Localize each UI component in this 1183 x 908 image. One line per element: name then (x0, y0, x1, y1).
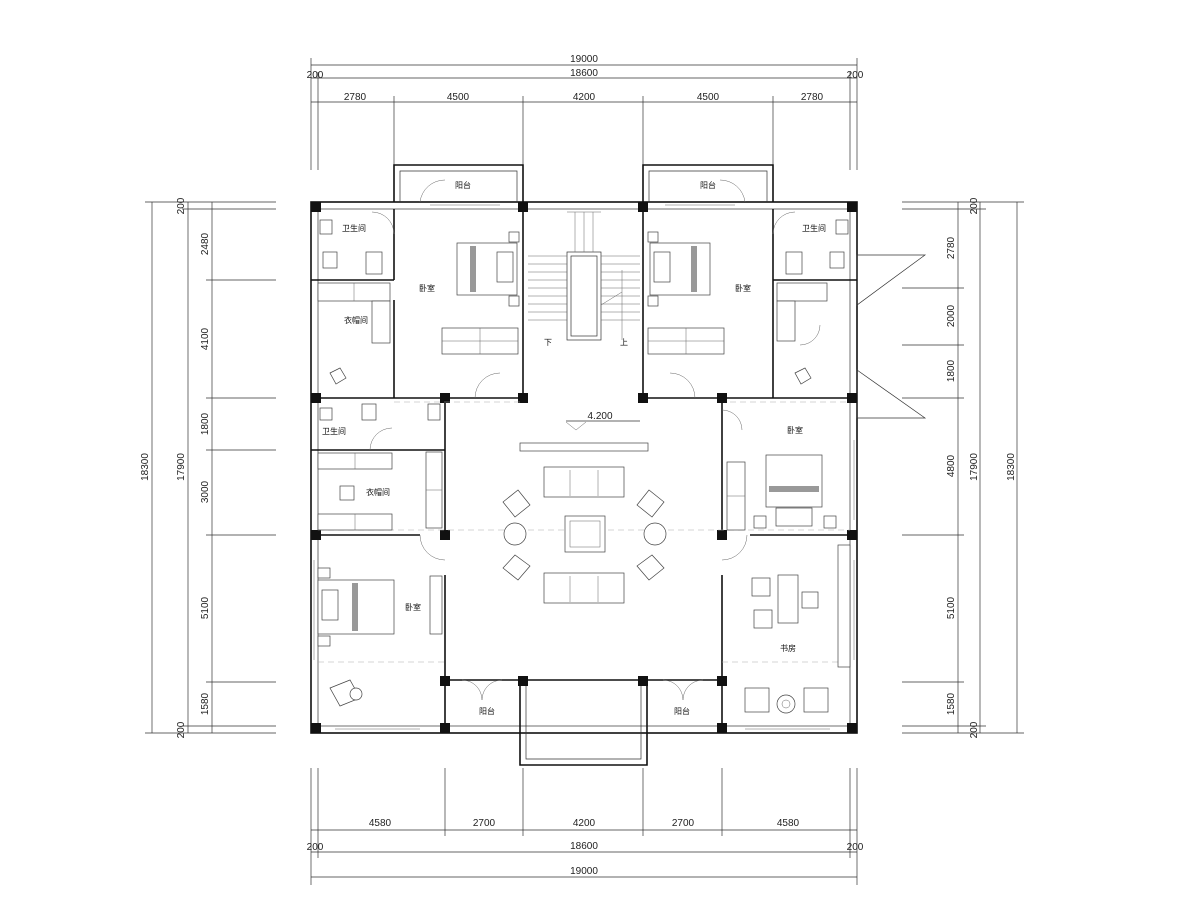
top-dimensions: 19000 18600 200 200 2780 4500 4200 4500 … (307, 54, 864, 170)
left-edge-bottom-dim: 200 (176, 721, 187, 738)
bathroom-ne-label: 卫生间 (802, 223, 826, 233)
interior-walls (311, 209, 857, 733)
furniture-w (317, 403, 443, 707)
balcony-bottom-left-label: 阳台 (479, 706, 495, 716)
left-seg-1: 2480 (200, 232, 211, 255)
staircase: 下 上 (528, 211, 640, 347)
bottom-seg-2: 2700 (473, 818, 496, 829)
right-outer-dim: 18300 (1006, 453, 1017, 481)
right-seg-2: 2000 (946, 304, 957, 327)
closet-w-label: 衣帽间 (366, 487, 390, 497)
furniture-hall (502, 421, 667, 604)
study-label: 书房 (780, 643, 796, 653)
right-edge-bottom-dim: 200 (969, 721, 980, 738)
left-seg-3: 1800 (200, 412, 211, 435)
left-inner-dim: 17900 (176, 453, 187, 481)
top-edge-right-dim: 200 (847, 70, 864, 81)
room-labels: 阳台 阳台 卫生间 卫生间 卧室 卧室 衣帽间 卫生间 衣帽间 卧室 卧室 书房… (322, 180, 826, 716)
right-inner-dim: 17900 (969, 453, 980, 481)
balcony-bottom-right-label: 阳台 (674, 706, 690, 716)
top-total-dim: 19000 (570, 54, 598, 65)
left-seg-6: 1580 (200, 692, 211, 715)
closet-nw-label: 衣帽间 (344, 315, 368, 325)
left-outer-dim: 18300 (140, 453, 151, 481)
stair-down-label: 下 (544, 338, 552, 347)
elevation-label: 4.200 (587, 411, 612, 422)
bottom-seg-1: 4580 (369, 818, 392, 829)
balcony-top-left-label: 阳台 (455, 180, 471, 190)
balcony-top-right-label: 阳台 (700, 180, 716, 190)
right-edge-top-dim: 200 (969, 197, 980, 214)
bottom-dimensions: 4580 2700 4200 2700 4580 200 200 18600 1… (307, 768, 864, 885)
right-seg-5: 5100 (946, 596, 957, 619)
bottom-seg-3: 4200 (573, 818, 596, 829)
right-seg-4: 4800 (946, 454, 957, 477)
top-seg-3: 4200 (573, 92, 596, 103)
bottom-edge-left-dim: 200 (307, 842, 324, 853)
stair-up-label: 上 (620, 338, 628, 347)
left-edge-top-dim: 200 (176, 197, 187, 214)
left-seg-4: 3000 (200, 480, 211, 503)
furniture-ne (647, 219, 849, 385)
furniture-nw (317, 219, 520, 385)
bottom-seg-4: 2700 (672, 818, 695, 829)
left-dimensions: 18300 17900 200 200 2480 4100 1800 3000 … (140, 197, 276, 738)
right-seg-1: 2780 (946, 236, 957, 259)
right-seg-6: 1580 (946, 692, 957, 715)
bedroom-ne-label: 卧室 (735, 283, 751, 293)
top-seg-5: 2780 (801, 92, 824, 103)
bottom-inner-dim: 18600 (570, 841, 598, 852)
bottom-edge-right-dim: 200 (847, 842, 864, 853)
top-seg-4: 4500 (697, 92, 720, 103)
bedroom-sw-label: 卧室 (405, 602, 421, 612)
bedroom-e-label: 卧室 (787, 425, 803, 435)
furniture-e (726, 454, 851, 714)
bathroom-w-label: 卫生间 (322, 426, 346, 436)
doors (369, 179, 821, 701)
top-edge-left-dim: 200 (307, 70, 324, 81)
top-inner-dim: 18600 (570, 68, 598, 79)
right-seg-3: 1800 (946, 359, 957, 382)
windows (313, 204, 855, 730)
bottom-seg-5: 4580 (777, 818, 800, 829)
bottom-total-dim: 19000 (570, 866, 598, 877)
bedroom-nw-label: 卧室 (419, 283, 435, 293)
top-seg-1: 2780 (344, 92, 367, 103)
left-seg-5: 5100 (200, 596, 211, 619)
left-seg-2: 4100 (200, 327, 211, 350)
right-dimensions: 18300 17900 200 200 2780 2000 1800 4800 … (902, 197, 1024, 738)
bathroom-nw-label: 卫生间 (342, 223, 366, 233)
top-seg-2: 4500 (447, 92, 470, 103)
columns (311, 202, 857, 733)
